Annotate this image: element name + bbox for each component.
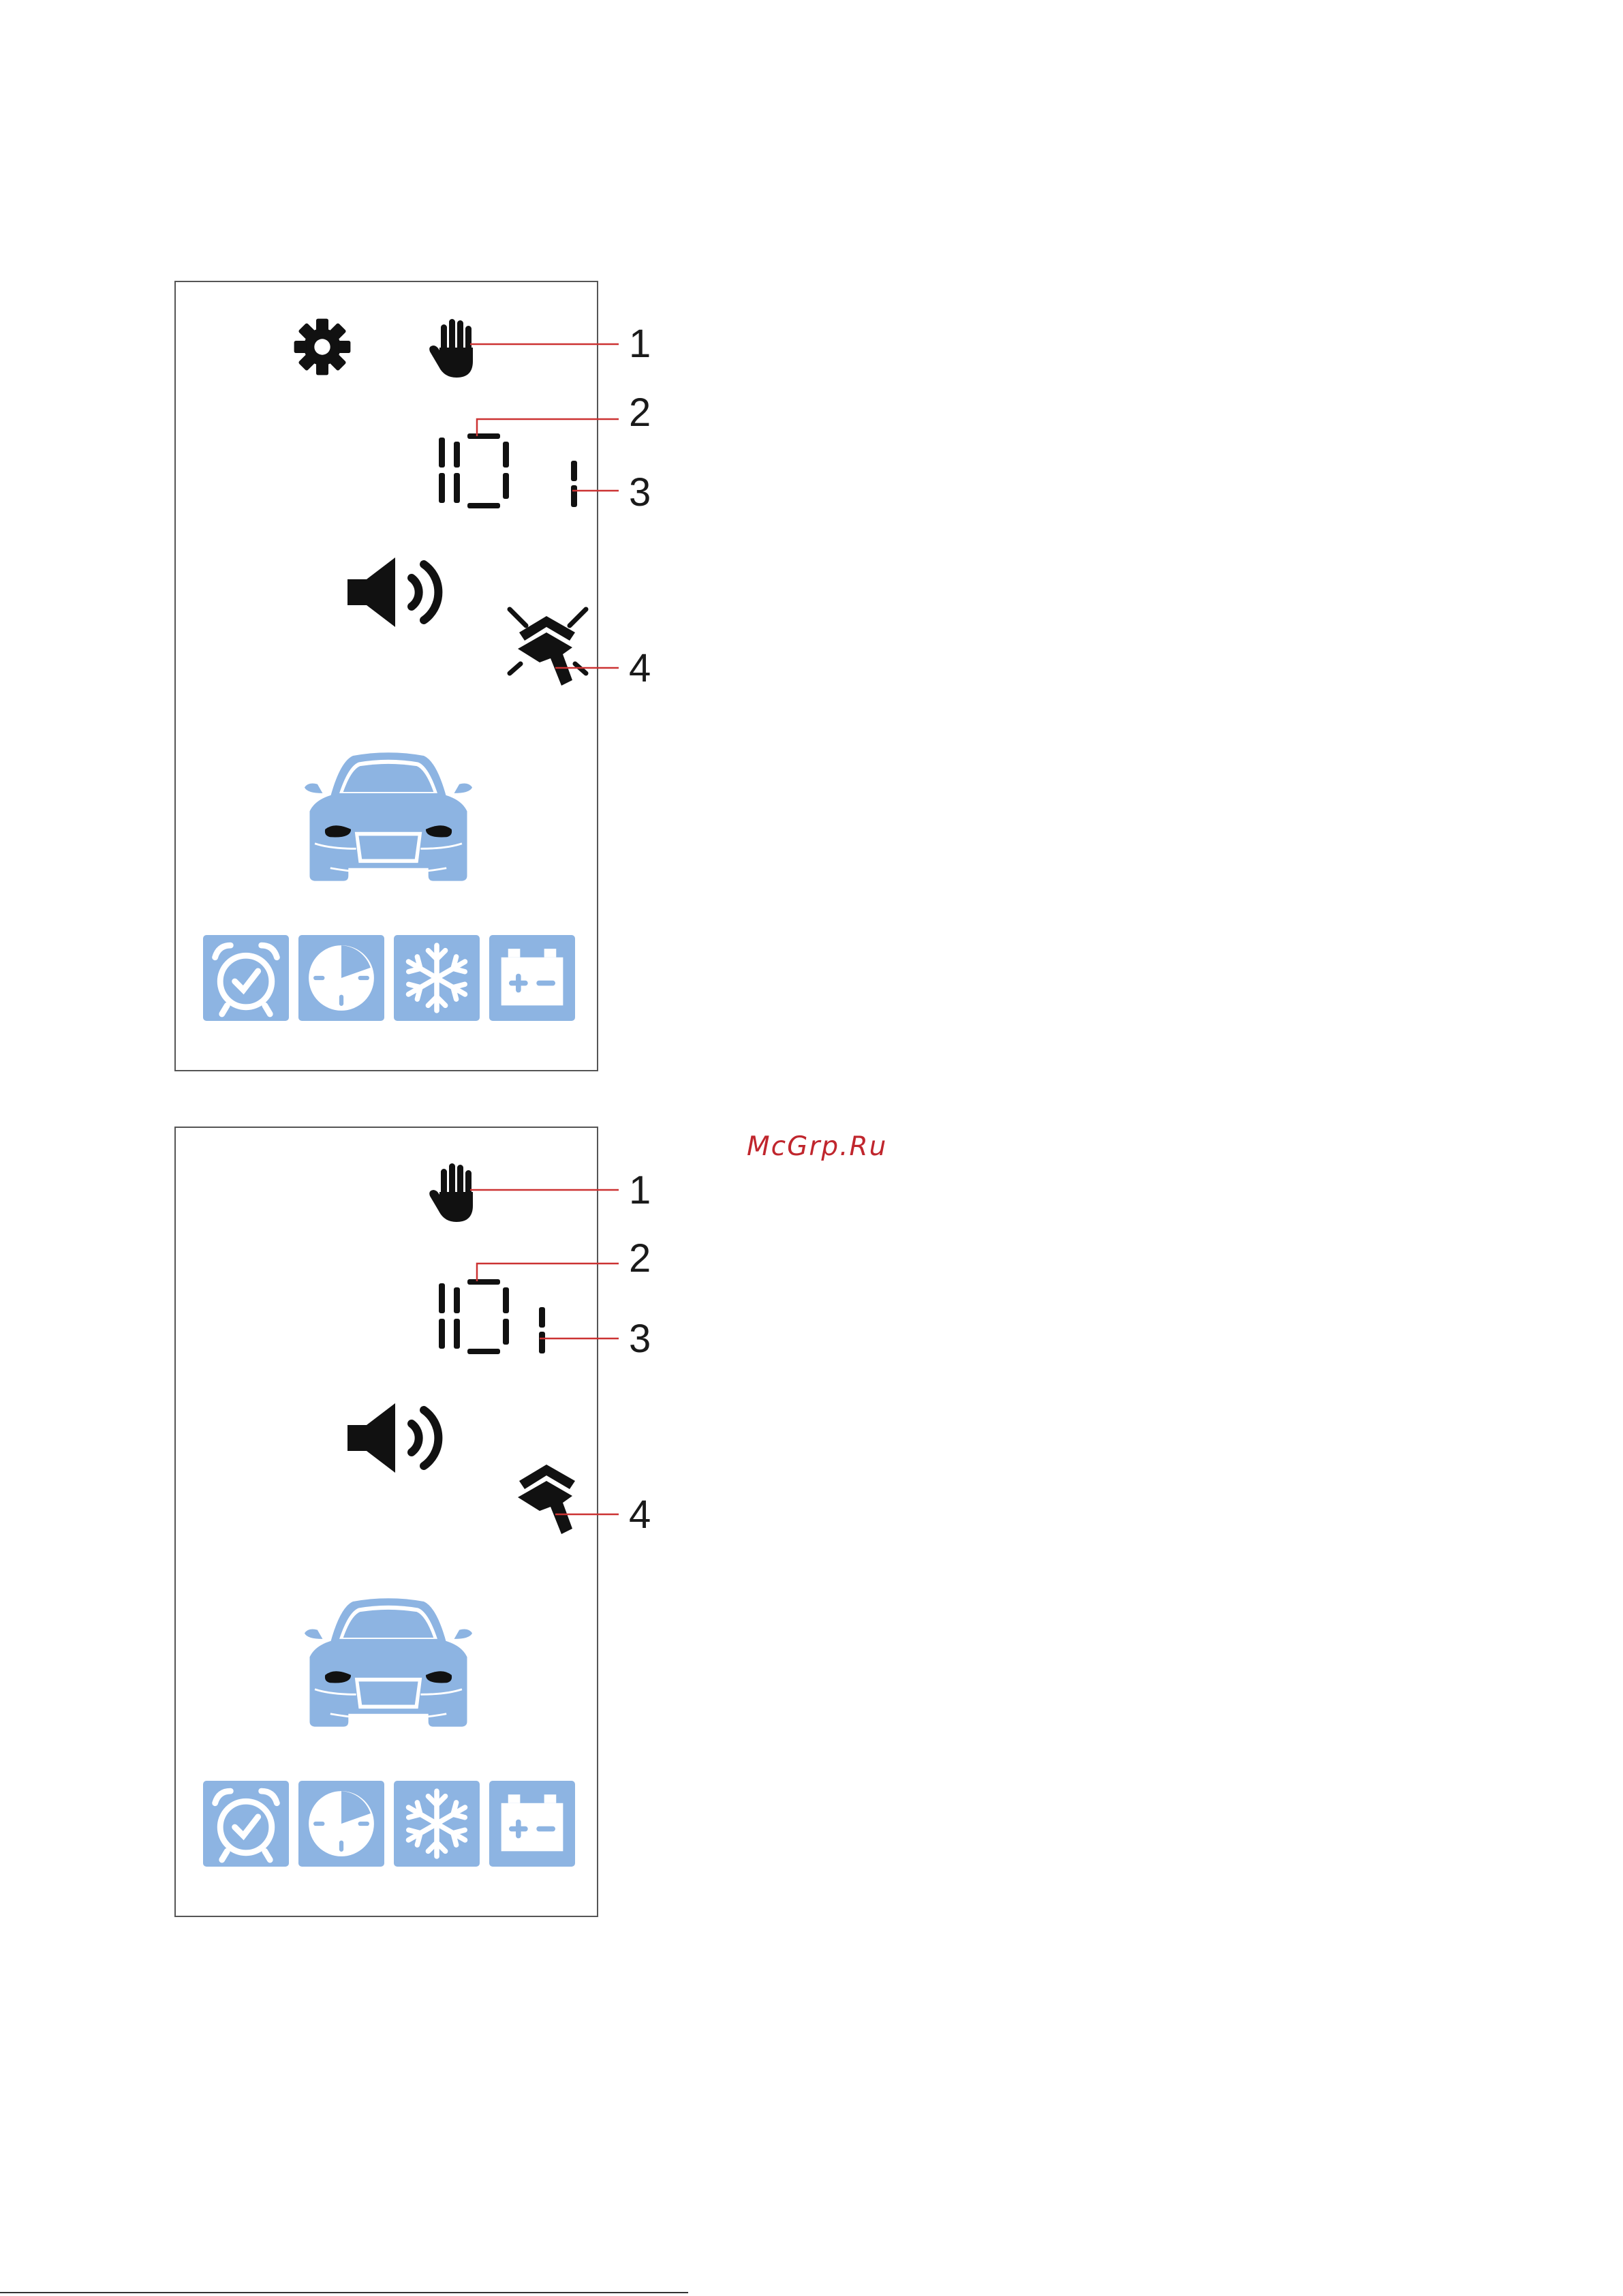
callout-number-3: 3 [629, 1319, 651, 1359]
callout-number-4: 4 [629, 1495, 651, 1535]
callout-number-2: 2 [629, 393, 651, 433]
footer-rule [0, 2292, 688, 2293]
callout-number-4: 4 [629, 649, 651, 688]
callout-number-1: 1 [629, 324, 651, 364]
callout-number-2: 2 [629, 1239, 651, 1279]
callout-number-1: 1 [629, 1171, 651, 1210]
callout-line-2 [477, 1264, 619, 1281]
callout-number-3: 3 [629, 473, 651, 512]
watermark: McGrp.Ru [747, 1131, 887, 1162]
callout-line-2 [477, 419, 619, 436]
